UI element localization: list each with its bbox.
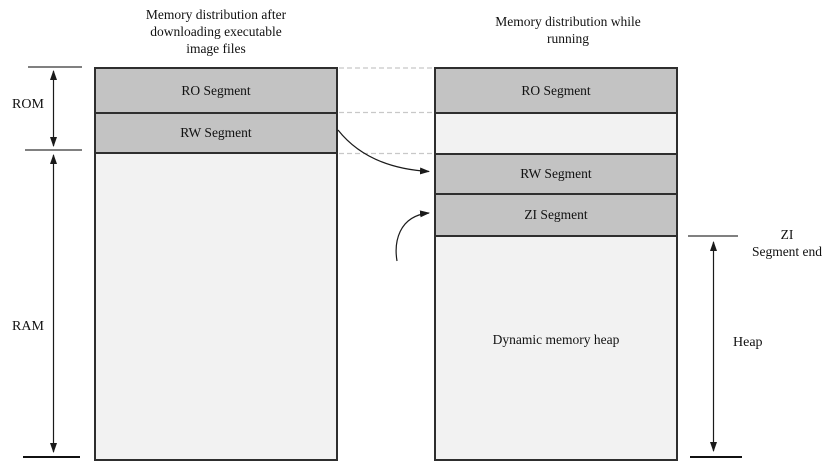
segment-ro-running: RO Segment	[436, 69, 676, 114]
segment-dynamic-heap: Dynamic memory heap	[436, 237, 676, 459]
segment-rw-download-label: RW Segment	[180, 125, 252, 140]
segment-gap-running	[436, 114, 676, 155]
memory-column-after-download: RO Segment RW Segment	[94, 67, 338, 461]
segment-rw-running: RW Segment	[436, 155, 676, 195]
segment-rw-download: RW Segment	[96, 114, 336, 154]
ram-label: RAM	[12, 319, 44, 334]
zi-segment-end-label: ZI Segment end	[751, 227, 823, 259]
segment-rw-running-label: RW Segment	[520, 166, 592, 181]
rw-copy-arrow	[337, 129, 430, 175]
rom-label: ROM	[12, 97, 44, 112]
segment-ro-download: RO Segment	[96, 69, 336, 114]
segment-free-ram-download	[96, 154, 336, 459]
left-column-title: Memory distribution after downloading ex…	[145, 7, 287, 56]
segment-ro-download-label: RO Segment	[181, 82, 251, 98]
segment-zi-running: ZI Segment	[436, 195, 676, 237]
zi-init-arrow	[395, 210, 430, 262]
memory-column-running: RO Segment RW Segment ZI Segment Dynamic…	[434, 67, 678, 461]
heap-label: Heap	[733, 335, 763, 350]
segment-dynamic-heap-label: Dynamic memory heap	[492, 332, 620, 347]
segment-zi-running-label: ZI Segment	[524, 207, 588, 222]
right-column-title: Memory distribution while running	[495, 14, 641, 46]
segment-ro-running-label: RO Segment	[521, 82, 591, 98]
